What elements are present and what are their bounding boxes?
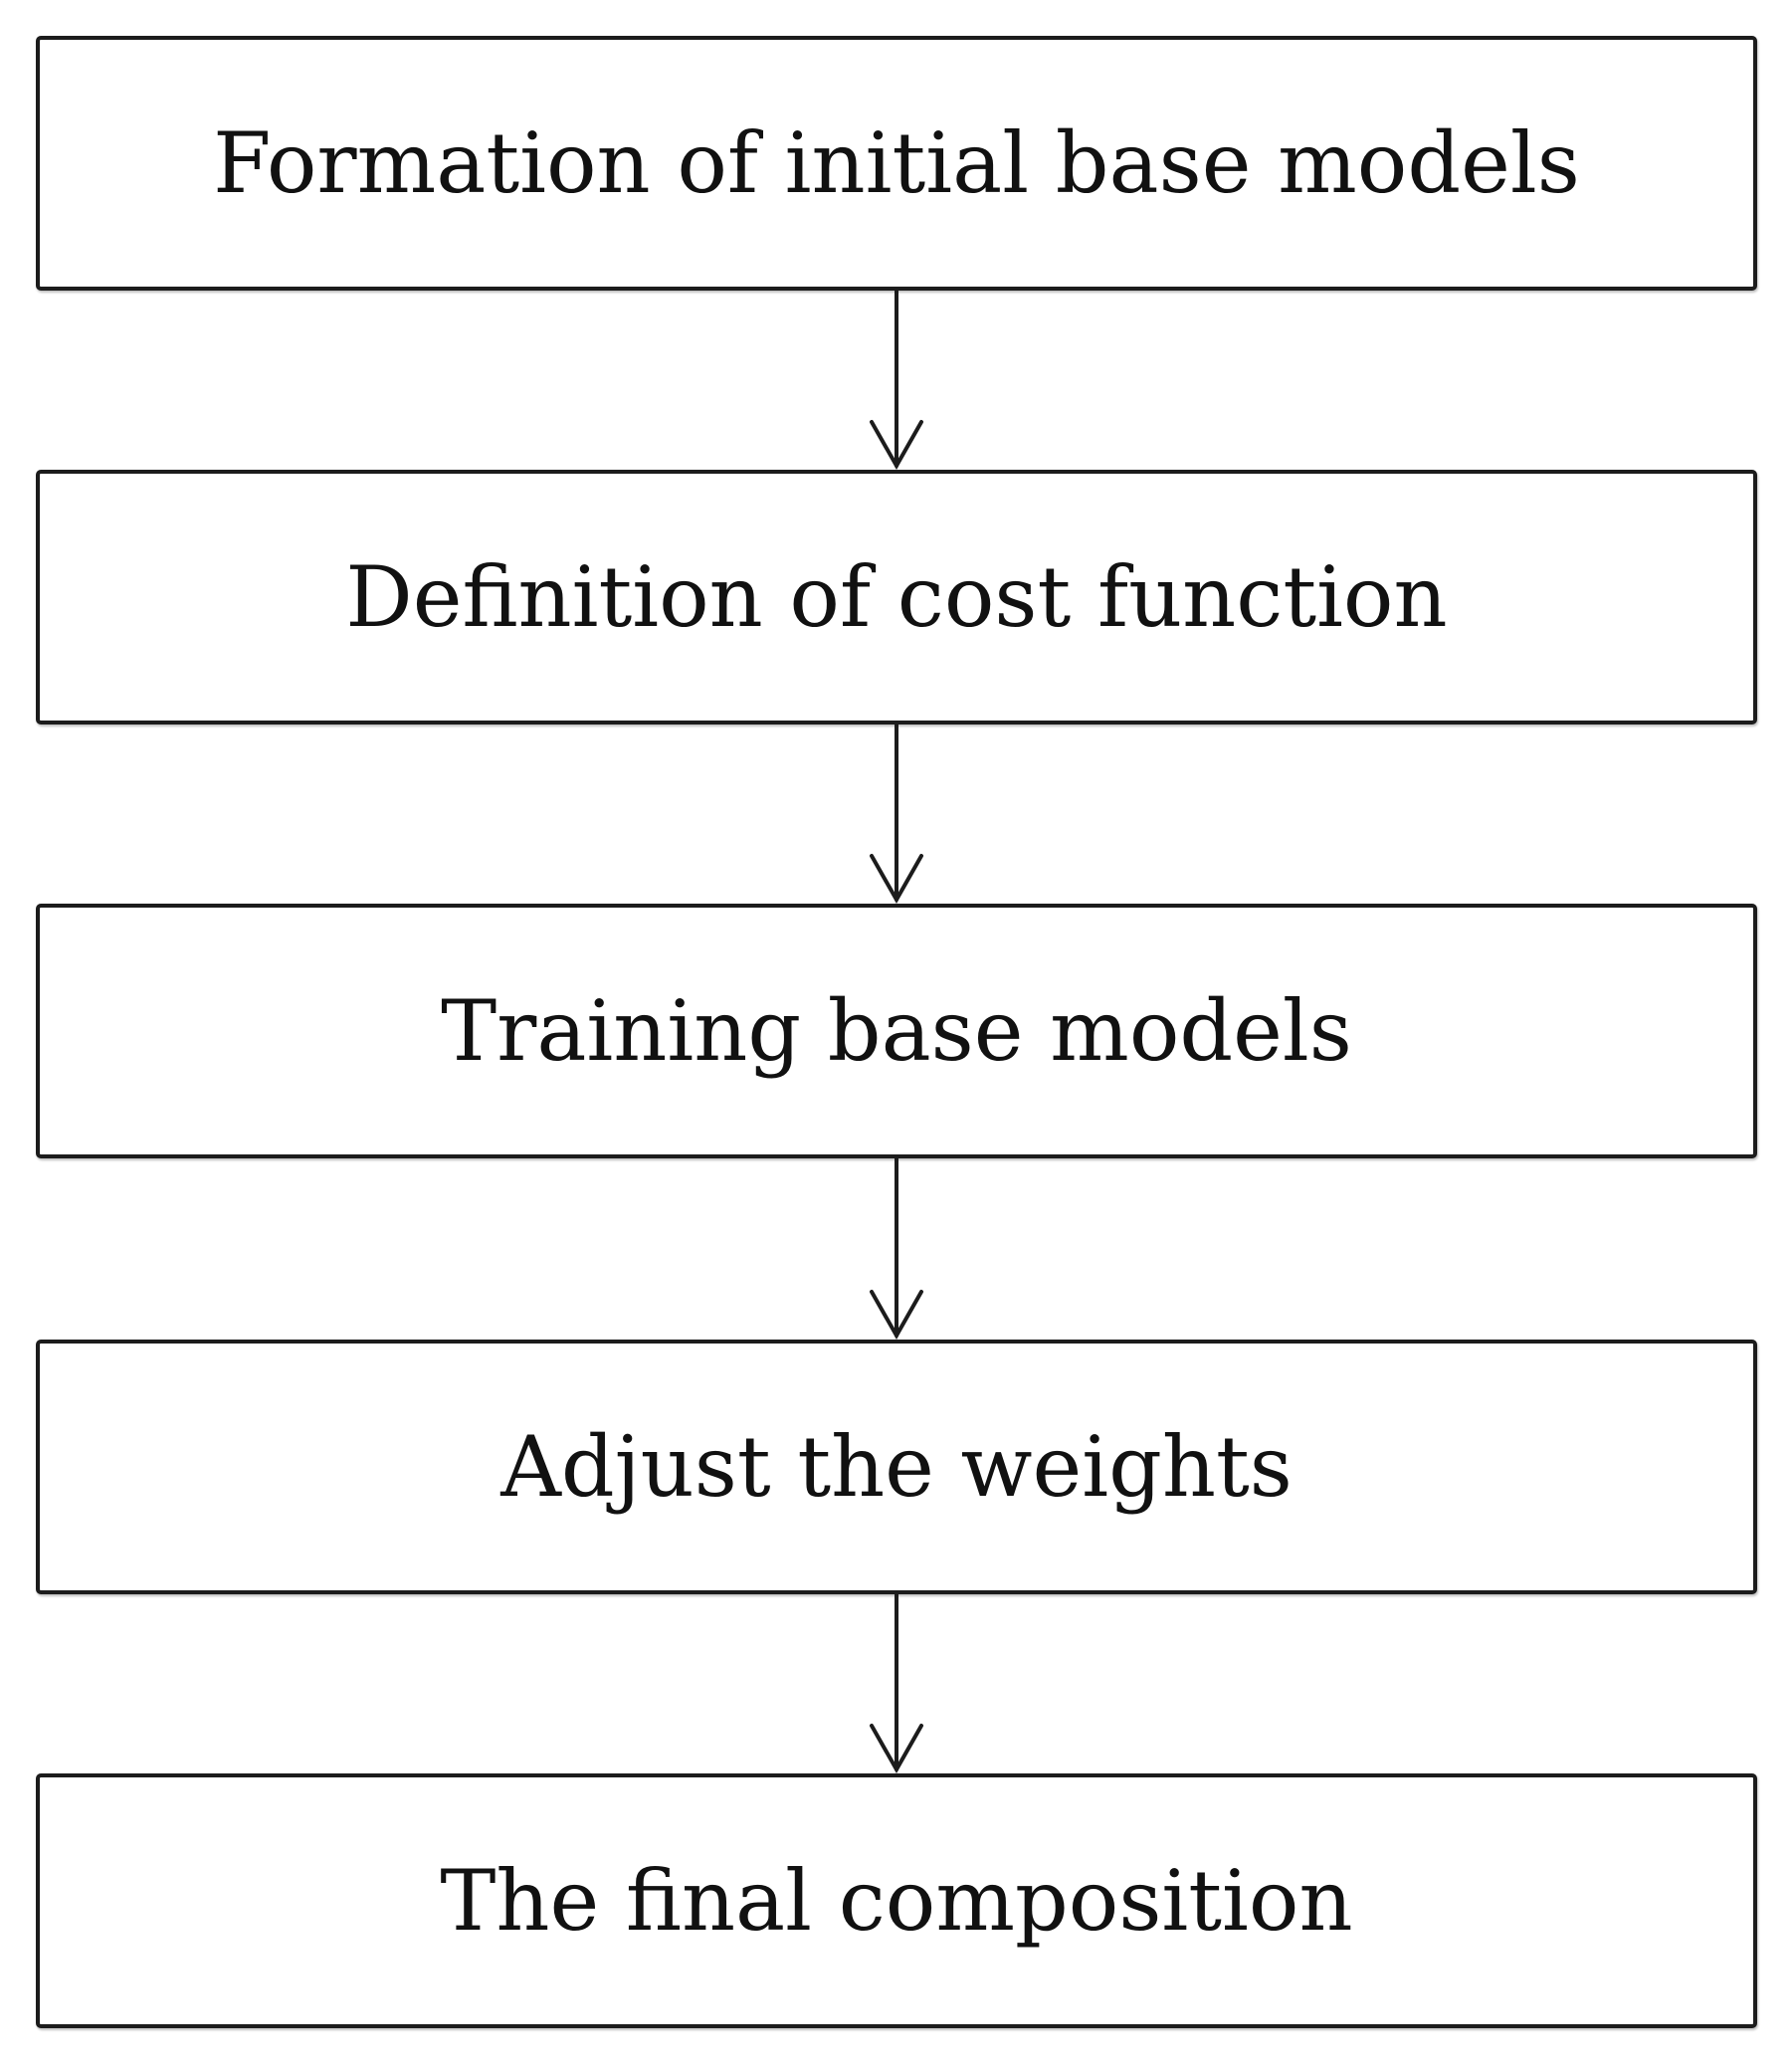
step-box-cost-function: Definition of cost function bbox=[36, 470, 1757, 725]
step-label: Definition of cost function bbox=[345, 548, 1448, 646]
step-box-formation: Formation of initial base models bbox=[36, 36, 1757, 291]
arrow-2-to-3 bbox=[870, 723, 923, 905]
step-box-final-composition: The final composition bbox=[36, 1773, 1757, 2028]
step-box-training: Training base models bbox=[36, 904, 1757, 1158]
arrow-3-to-4 bbox=[870, 1156, 923, 1341]
step-label: Formation of initial base models bbox=[213, 114, 1580, 212]
step-label: Adjust the weights bbox=[500, 1418, 1293, 1516]
arrow-1-to-2 bbox=[870, 289, 923, 471]
step-label: The final composition bbox=[440, 1852, 1353, 1950]
step-label: Training base models bbox=[441, 982, 1352, 1080]
arrow-4-to-5 bbox=[870, 1592, 923, 1774]
step-box-adjust-weights: Adjust the weights bbox=[36, 1340, 1757, 1594]
